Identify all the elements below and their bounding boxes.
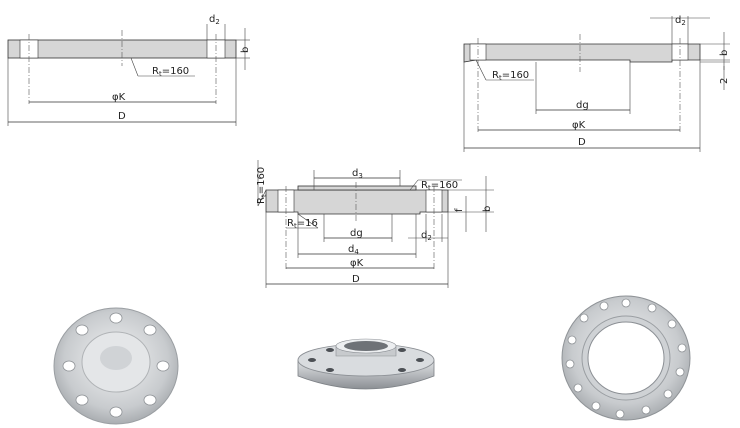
label-d4: d4 bbox=[348, 244, 359, 256]
label-D-3: D bbox=[352, 274, 360, 285]
label-D: D bbox=[118, 111, 126, 122]
label-rt-2: Rt=160 bbox=[492, 70, 529, 82]
blind-flange-photo bbox=[53, 307, 179, 425]
weld-neck-flange-photo bbox=[297, 338, 435, 390]
label-d3: d3 bbox=[352, 168, 363, 180]
label-phik: φK bbox=[112, 92, 126, 103]
label-D-2: D bbox=[578, 137, 586, 148]
label-d2: d2 bbox=[209, 14, 220, 26]
label-rt-left: Rt=16 bbox=[287, 218, 318, 230]
raised-face-flange-body bbox=[463, 43, 701, 63]
raised-face-flange-section: d2 b 2 Rt=160 dg φK D bbox=[463, 15, 730, 152]
label-d2-2: d2 bbox=[675, 15, 686, 27]
blind-flange-section: d2 b Rt=160 φK D bbox=[7, 14, 251, 126]
label-rt-top: Rt=160 bbox=[256, 167, 268, 204]
label-2: 2 bbox=[719, 78, 730, 84]
label-rt-right: Rt=160 bbox=[421, 180, 458, 192]
label-dg-3: dg bbox=[350, 228, 363, 239]
label-f: f bbox=[454, 208, 465, 212]
label-b-3: b bbox=[482, 206, 493, 212]
label-phik-2: φK bbox=[572, 120, 586, 131]
label-rt: Rt=160 bbox=[152, 66, 189, 78]
ring-flange-photo bbox=[561, 295, 691, 421]
label-b: b bbox=[240, 47, 251, 53]
label-phik-3: φK bbox=[350, 258, 364, 269]
label-b-2: b bbox=[719, 50, 730, 56]
loose-flange-section: Rt=160 d3 Rt=160 f b Rt=16 dg d2 bbox=[256, 160, 494, 288]
loose-flange-body bbox=[265, 189, 449, 215]
label-dg-2: dg bbox=[576, 100, 589, 111]
label-d2-3: d2 bbox=[421, 230, 432, 242]
